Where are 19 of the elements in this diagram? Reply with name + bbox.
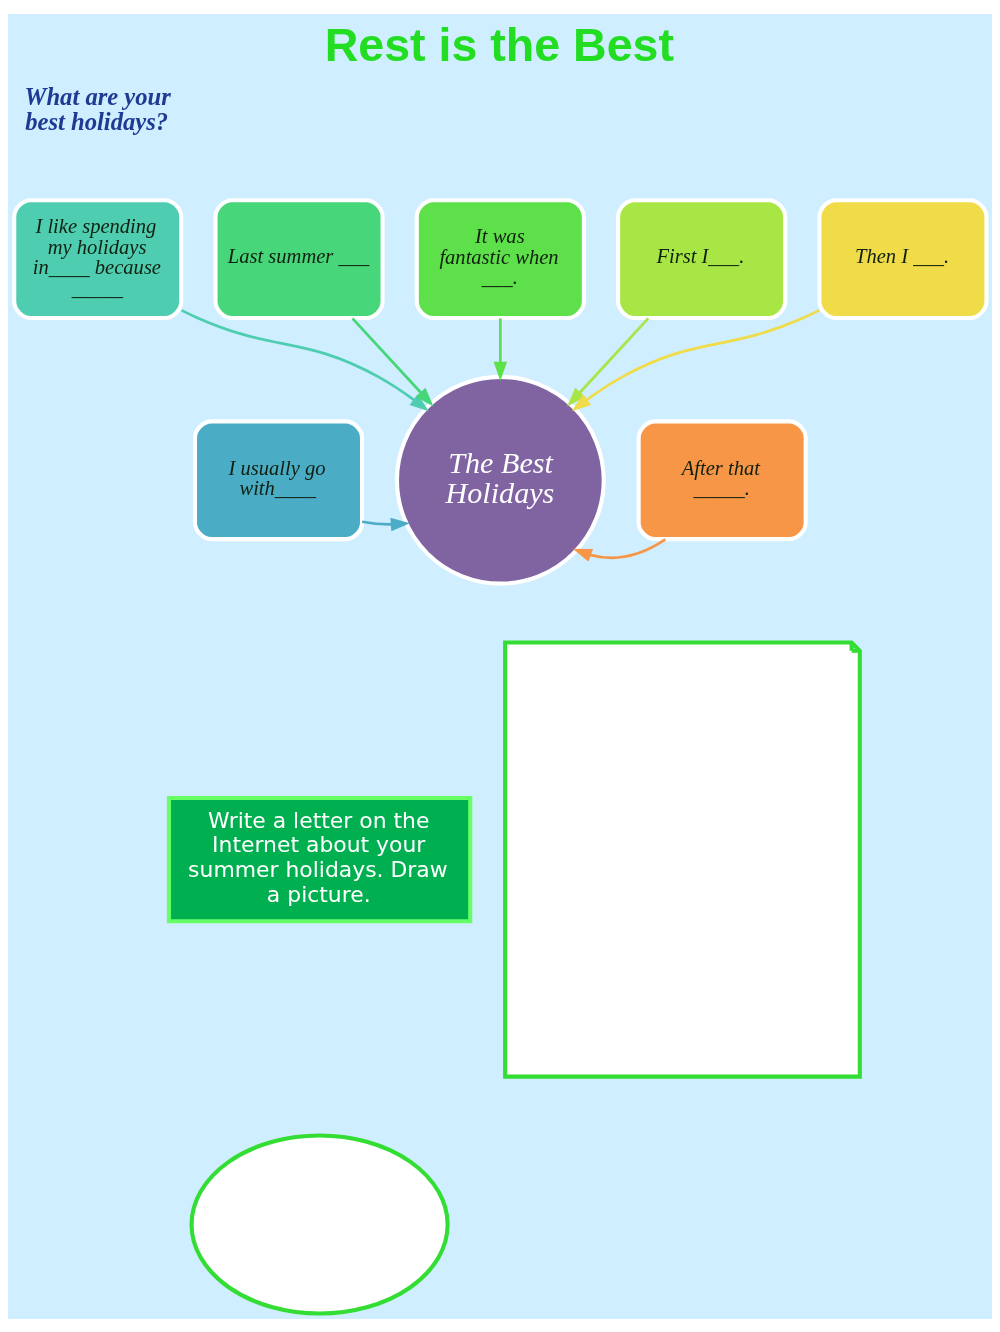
arrow xyxy=(571,308,820,411)
arrow xyxy=(567,317,650,406)
arrow xyxy=(361,517,410,531)
arrow xyxy=(181,308,429,411)
node-box: Then I ___. xyxy=(817,197,989,320)
arrow xyxy=(351,317,434,406)
node-box: I like spending my holidays in____ because _____ xyxy=(12,197,184,320)
node-box: I usually go with____ xyxy=(192,418,365,541)
node-box: Last summer ___ xyxy=(213,197,385,320)
label: What are your best holidays? xyxy=(24,82,171,135)
arrow xyxy=(493,317,508,381)
node-box: After that _____. xyxy=(636,418,808,541)
node-box: First I___. xyxy=(616,197,788,320)
node-box: Write a letter on the Internet about your summer holidays. Draw a picture. xyxy=(166,795,473,923)
node-circle: The Best Holidays xyxy=(394,374,606,586)
node-ellipse xyxy=(189,1132,450,1316)
node-box: It was fantastic when ___. xyxy=(414,197,586,320)
diagram-title: Rest is the Best xyxy=(324,18,674,71)
arrow xyxy=(572,537,667,562)
